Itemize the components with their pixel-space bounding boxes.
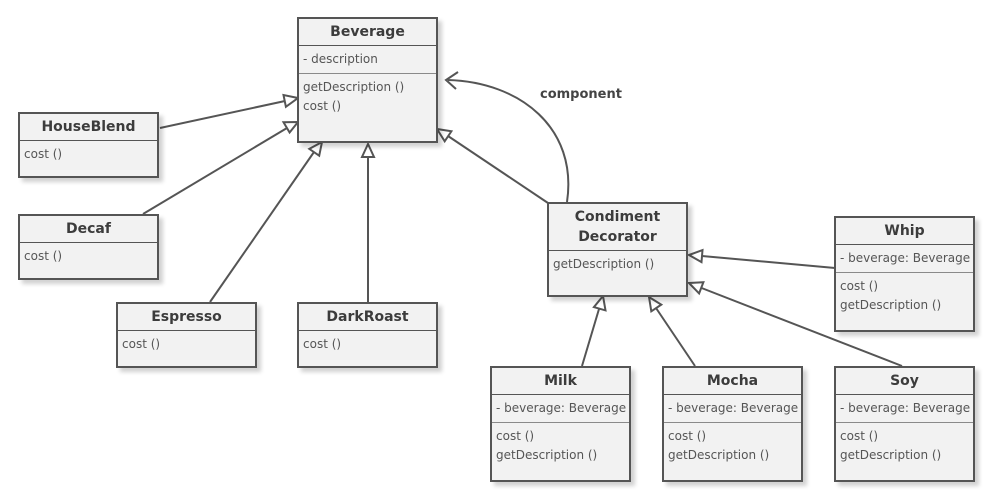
attributes-section: - beverage: Beverage: [836, 245, 973, 273]
methods-section: cost () getDescription (): [492, 423, 629, 469]
generalization-milk-condiment: [581, 293, 607, 367]
class-decaf[interactable]: Decaf cost (): [18, 214, 159, 280]
method: cost (): [840, 279, 879, 293]
class-darkroast[interactable]: DarkRoast cost (): [297, 302, 438, 368]
class-whip[interactable]: Whip - beverage: Beverage cost () getDes…: [834, 216, 975, 332]
attributes-section: - beverage: Beverage: [492, 395, 629, 423]
class-name: Decaf: [20, 216, 157, 243]
method: getDescription (): [303, 80, 405, 94]
methods-section: getDescription () cost (): [299, 74, 436, 120]
attributes-section: - beverage: Beverage: [664, 395, 801, 423]
attribute: - beverage: Beverage: [840, 251, 971, 265]
attribute: - beverage: Beverage: [668, 401, 799, 415]
method: cost (): [496, 429, 535, 443]
methods-section: getDescription (): [549, 251, 686, 278]
methods-section: cost () getDescription (): [836, 423, 973, 469]
class-name: Beverage: [299, 19, 436, 46]
methods-section: cost () getDescription (): [664, 423, 801, 469]
class-name: DarkRoast: [299, 304, 436, 331]
method: getDescription (): [840, 298, 942, 312]
association-component: [444, 71, 570, 203]
attributes-section: - beverage: Beverage: [836, 395, 973, 423]
class-mocha[interactable]: Mocha - beverage: Beverage cost () getDe…: [662, 366, 803, 482]
class-houseblend[interactable]: HouseBlend cost (): [18, 112, 159, 178]
method: cost (): [122, 337, 161, 351]
methods-section: cost (): [299, 331, 436, 358]
method: cost (): [303, 99, 342, 113]
generalization-houseblend-beverage: [159, 93, 301, 129]
class-name: Milk: [492, 368, 629, 395]
class-milk[interactable]: Milk - beverage: Beverage cost () getDes…: [490, 366, 631, 482]
class-beverage[interactable]: Beverage - description getDescription ()…: [297, 17, 438, 143]
class-name: Soy: [836, 368, 973, 395]
attribute: - description: [303, 52, 378, 66]
method: getDescription (): [553, 257, 655, 271]
class-name: Espresso: [118, 304, 255, 331]
class-name: HouseBlend: [20, 114, 157, 141]
association-label: component: [540, 87, 622, 102]
method: cost (): [24, 249, 63, 263]
generalization-mocha-condiment: [647, 294, 696, 367]
method: getDescription (): [496, 448, 598, 462]
method: cost (): [24, 147, 63, 161]
generalization-soy-condiment: [686, 281, 903, 367]
class-condiment-decorator[interactable]: Condiment Decorator getDescription (): [547, 202, 688, 297]
generalization-decaf-beverage: [142, 120, 301, 215]
method: cost (): [668, 429, 707, 443]
attributes-section: - description: [299, 46, 436, 74]
class-soy[interactable]: Soy - beverage: Beverage cost () getDesc…: [834, 366, 975, 482]
class-name: Condiment Decorator: [549, 204, 686, 251]
generalization-espresso-beverage: [209, 140, 324, 303]
method: cost (): [303, 337, 342, 351]
methods-section: cost (): [20, 243, 157, 270]
method: cost (): [840, 429, 879, 443]
methods-section: cost () getDescription (): [836, 273, 973, 319]
generalization-whip-condiment: [686, 248, 836, 269]
generalization-darkroast-beverage: [360, 141, 376, 302]
method: getDescription (): [668, 448, 770, 462]
class-name: Whip: [836, 218, 973, 245]
generalization-condiment-beverage: [434, 127, 549, 204]
class-name: Mocha: [664, 368, 801, 395]
methods-section: cost (): [20, 141, 157, 168]
methods-section: cost (): [118, 331, 255, 358]
class-espresso[interactable]: Espresso cost (): [116, 302, 257, 368]
method: getDescription (): [840, 448, 942, 462]
attribute: - beverage: Beverage: [840, 401, 971, 415]
attribute: - beverage: Beverage: [496, 401, 627, 415]
